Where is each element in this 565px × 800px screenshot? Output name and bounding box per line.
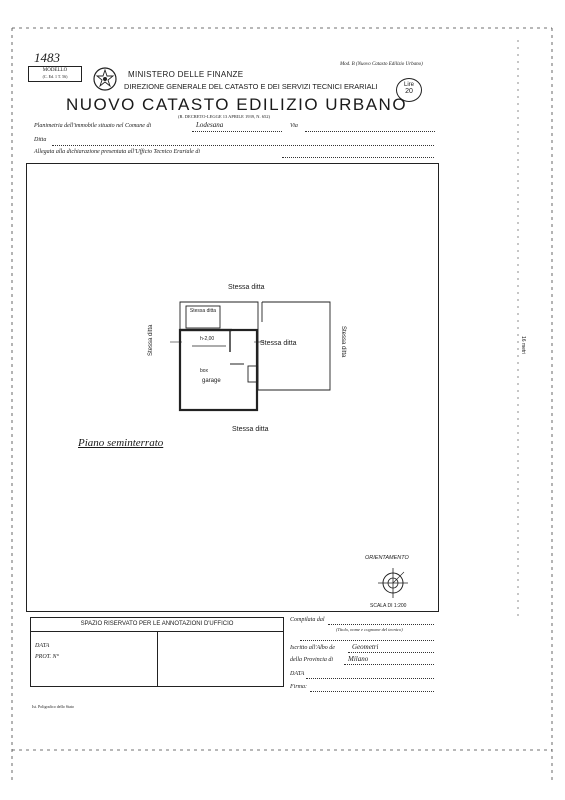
label-inner: Stessa ditta xyxy=(260,340,297,347)
comune-value: Lodesana xyxy=(196,121,224,129)
allegata-underline xyxy=(282,157,434,158)
compilata-label: Compilata dal xyxy=(290,617,325,623)
annotation-box: SPAZIO RISERVATO PER LE ANNOTAZIONI D'UF… xyxy=(30,617,284,687)
iscritto-label: Iscritto all'Albo de xyxy=(290,645,335,651)
label-west: Stessa ditta xyxy=(148,324,154,356)
compass-icon xyxy=(378,568,408,598)
comune-underline xyxy=(192,131,282,132)
label-east: Stessa ditta xyxy=(340,326,346,358)
stamp-number: 1483 xyxy=(34,50,60,65)
mod-note: Mod. B (Nuovo Catasto Edilizio Urbano) xyxy=(340,62,423,67)
label-corner: Stessa ditta xyxy=(189,308,217,314)
drawing-frame xyxy=(26,163,439,612)
printer-note: Ist. Poligrafico dello Stato xyxy=(32,704,74,709)
data-label: DATA xyxy=(35,643,50,649)
allegata-label: Allegata alla dichiarazione presentata a… xyxy=(34,149,200,155)
republic-emblem-icon xyxy=(93,67,117,91)
side-mark: 16 metri xyxy=(520,336,526,355)
room-name: box xyxy=(200,368,209,374)
annotation-title: SPAZIO RISERVATO PER LE ANNOTAZIONI D'UF… xyxy=(80,621,234,627)
ministry-name: MINISTERO DELLE FINANZE xyxy=(128,70,244,79)
prot-label: PROT. N° xyxy=(35,654,59,660)
ditta-label: Ditta xyxy=(34,137,47,143)
albo-value: Geometri xyxy=(352,643,379,651)
modello-sub: (C. Ed. 1 T. 56) xyxy=(42,74,68,79)
firma-label: Firma: xyxy=(290,684,307,690)
firma-underline xyxy=(310,691,434,692)
corner-room xyxy=(185,305,221,329)
label-north: Stessa ditta xyxy=(228,284,265,291)
document-title: NUOVO CATASTO EDILIZIO URBANO xyxy=(66,95,408,114)
compilata-sub: (Titolo, nome e cognome del tecnico) xyxy=(336,627,403,632)
directorate-name: DIREZIONE GENERALE DEL CATASTO E DEI SER… xyxy=(124,82,378,91)
annotation-column-divider xyxy=(157,631,158,687)
data2-label: DATA xyxy=(290,671,305,677)
scale-label: SCALA DI 1:200 xyxy=(370,603,407,609)
modello-label: MODELLO xyxy=(42,68,68,73)
data2-underline xyxy=(306,678,434,679)
room-dimension: h-2,00 xyxy=(200,336,215,342)
floor-caption: Piano seminterrato xyxy=(78,437,164,449)
price-circle: Lire 20 xyxy=(396,78,422,102)
label-south: Stessa ditta xyxy=(232,426,269,433)
compilata-underline xyxy=(328,624,434,625)
modello-box: MODELLO (C. Ed. 1 T. 56) xyxy=(28,66,82,82)
room-use: garage xyxy=(202,378,221,384)
provincia-value: Milano xyxy=(348,655,369,663)
price-label: Lire xyxy=(403,82,414,88)
price-value: 20 xyxy=(405,88,413,95)
ditta-underline xyxy=(52,145,434,146)
via-label: Via xyxy=(290,123,298,129)
compilata-underline-2 xyxy=(300,640,434,641)
albo-underline xyxy=(348,652,434,653)
orientation-label: ORIENTAMENTO xyxy=(365,555,409,561)
decree-note: (R. DECRETO-LEGGE 13 APRILE 1939, N. 652… xyxy=(178,114,271,119)
box-unit-walls xyxy=(178,328,259,412)
small-closet xyxy=(247,365,259,383)
provincia-label: della Provincia di xyxy=(290,657,334,663)
via-underline xyxy=(305,131,435,132)
planimetria-label: Planimetria dell'immobile situato nel Co… xyxy=(34,123,152,129)
provincia-underline xyxy=(344,664,434,665)
